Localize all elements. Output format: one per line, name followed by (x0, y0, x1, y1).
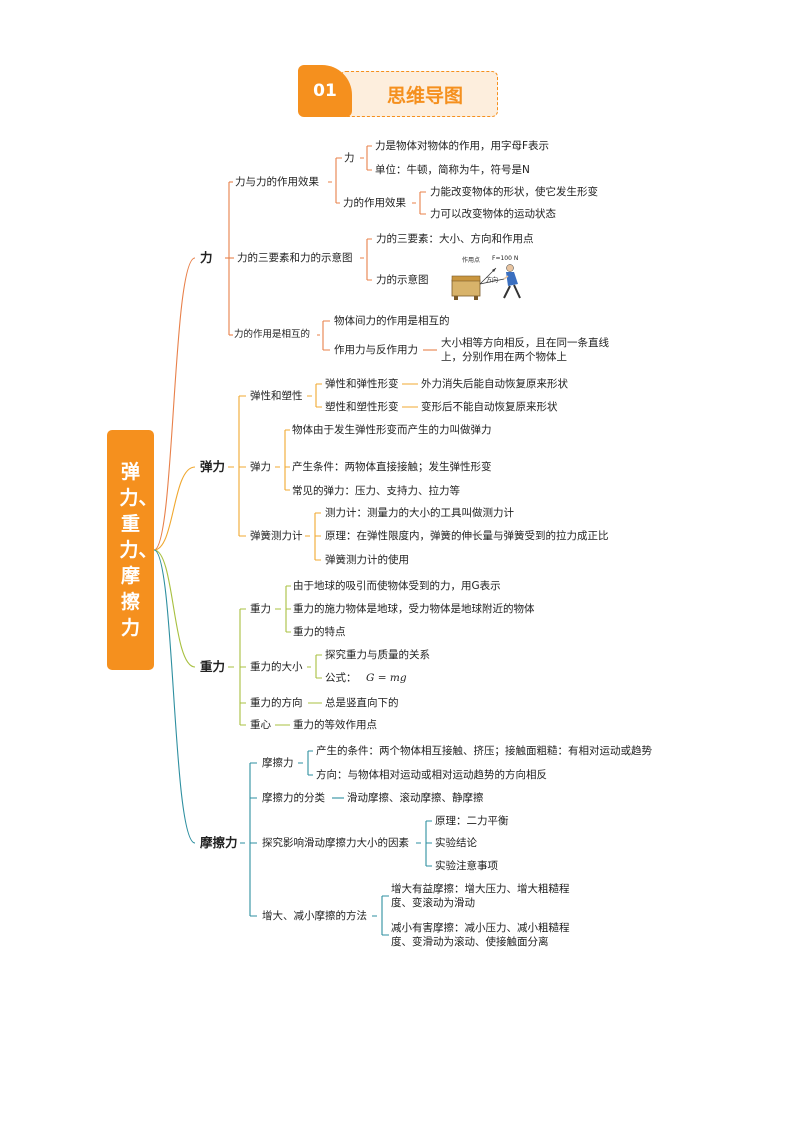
node-elastic-3a: 测力计：测量力的大小的工具叫做测力计 (325, 507, 514, 519)
node-gravity-2: 重力的大小 (250, 661, 303, 673)
node-gravity-4: 重心 (250, 719, 271, 731)
node-friction-3c: 实验注意事项 (435, 860, 498, 872)
node-force-1a: 力 (344, 152, 355, 164)
node-force-1b: 力的作用效果 (343, 197, 406, 209)
node-elastic-2c: 常见的弹力：压力、支持力、拉力等 (292, 485, 460, 497)
node-gravity-1a: 由于地球的吸引而使物体受到的力，用G表示 (293, 580, 501, 592)
header-title: 思维导图 (340, 71, 498, 117)
central-topic: 弹力、重力、摩擦力 (107, 430, 158, 670)
node-force-3: 力的作用是相互的 (234, 329, 311, 340)
header-number: 01 (298, 65, 352, 117)
node-force-3b1: 大小相等方向相反，且在同一条直线上，分别作用在两个物体上 (441, 337, 609, 363)
node-friction-1: 摩擦力 (262, 757, 294, 769)
node-elastic-2a: 物体由于发生弹性形变而产生的力叫做弹力 (292, 424, 492, 436)
force-diagram-svg (451, 264, 521, 300)
node-elastic-1b: 塑性和塑性形变 (325, 401, 399, 413)
node-friction-3b: 实验结论 (435, 837, 477, 849)
node-gravity-1: 重力 (250, 603, 271, 615)
node-gravity-2b: 公式： (325, 672, 357, 684)
node-force-3b: 作用力与反作用力 (334, 344, 418, 356)
node-force-1a2: 单位：牛顿，简称为牛，符号是N (375, 164, 530, 176)
node-gravity-2b-formula: G = mg (366, 672, 407, 684)
node-friction-4: 增大、减小摩擦的方法 (262, 910, 367, 922)
node-elastic-2: 弹力 (250, 461, 271, 473)
node-friction-1a: 产生的条件：两个物体相互接触、挤压；接触面粗糙：有相对运动或趋势 (316, 745, 652, 757)
force-diagram-image: 作用点 F=100 N 方向 (448, 254, 536, 304)
node-force-1b1: 力能改变物体的形状，使它发生形变 (430, 186, 598, 198)
node-elastic-1b1: 变形后不能自动恢复原来形状 (421, 401, 558, 413)
branch-gravity: 重力 (200, 659, 226, 674)
node-friction-2: 摩擦力的分类 (262, 792, 325, 804)
node-elastic-1: 弹性和塑性 (250, 390, 303, 402)
force-diagram-label-point: 作用点 (462, 257, 481, 264)
node-elastic-3c: 弹簧测力计的使用 (325, 554, 409, 566)
node-friction-4b: 减小有害摩擦：减小压力、减小粗糙程度、变滑动为滚动、使接触面分离 (391, 922, 570, 948)
node-gravity-1c: 重力的特点 (293, 626, 346, 638)
node-elastic-1a1: 外力消失后能自动恢复原来形状 (421, 378, 568, 390)
node-force-2b: 力的示意图 (376, 274, 429, 286)
node-gravity-3: 重力的方向 (250, 697, 303, 709)
branch-elastic: 弹力 (200, 459, 226, 474)
node-gravity-2a: 探究重力与质量的关系 (325, 649, 430, 661)
force-diagram-label-direction: 方向 (486, 277, 499, 284)
node-gravity-3a: 总是竖直向下的 (325, 697, 399, 709)
node-elastic-3b: 原理：在弹性限度内，弹簧的伸长量与弹簧受到的拉力成正比 (325, 530, 609, 542)
branch-force: 力 (200, 250, 213, 265)
node-elastic-2b: 产生条件：两物体直接接触；发生弹性形变 (292, 461, 492, 473)
central-topic-label: 弹力、重力、摩擦力 (119, 461, 158, 639)
node-gravity-1b: 重力的施力物体是地球，受力物体是地球附近的物体 (293, 603, 535, 615)
node-gravity-4a: 重力的等效作用点 (293, 719, 377, 731)
node-force-1b2: 力可以改变物体的运动状态 (430, 208, 556, 220)
node-force-1a1: 力是物体对物体的作用，用字母F表示 (375, 140, 550, 152)
force-diagram-label-f: F=100 N (492, 255, 519, 262)
node-friction-3: 探究影响滑动摩擦力大小的因素 (262, 837, 409, 849)
node-force-2a: 力的三要素：大小、方向和作用点 (376, 233, 534, 245)
node-elastic-3: 弹簧测力计 (250, 530, 303, 542)
node-friction-1b: 方向：与物体相对运动或相对运动趋势的方向相反 (316, 769, 547, 781)
node-friction-4a: 增大有益摩擦：增大压力、增大粗糙程度、变滚动为滑动 (391, 883, 570, 909)
node-friction-2a: 滑动摩擦、滚动摩擦、静摩擦 (347, 792, 484, 804)
node-force-2: 力的三要素和力的示意图 (237, 252, 353, 264)
branch-friction: 摩擦力 (200, 835, 238, 850)
node-force-3a: 物体间力的作用是相互的 (334, 315, 450, 327)
node-friction-3a: 原理：二力平衡 (435, 815, 509, 827)
node-force-1: 力与力的作用效果 (235, 176, 319, 188)
node-elastic-1a: 弹性和弹性形变 (325, 378, 399, 390)
